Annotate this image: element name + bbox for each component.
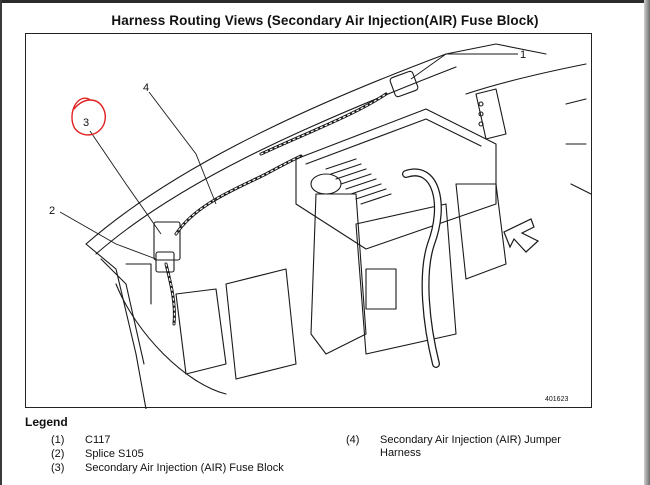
cowl-line: [445, 43, 547, 55]
legend-item-number: (1): [51, 434, 65, 446]
callout-1-label: 1: [520, 49, 526, 61]
callout-1-leader: [410, 53, 518, 80]
callout-4-leader: [148, 91, 217, 205]
bracket-lower: [225, 268, 297, 380]
window-frame-top: [0, 0, 650, 3]
callout-2-label: 2: [49, 205, 55, 217]
engine-block: [295, 108, 497, 250]
hood-edge-line: [85, 53, 447, 245]
window-frame-left: [0, 0, 2, 485]
legend-title: Legend: [25, 415, 68, 429]
callout-4-label: 4: [143, 82, 149, 94]
legend-item-label: Secondary Air Injection (AIR) Fuse Block: [85, 462, 284, 474]
hose: [402, 168, 442, 368]
figure-number: 401623: [545, 396, 569, 403]
legend-item-label: C117: [85, 434, 111, 446]
window-frame-right: [644, 0, 650, 485]
callout-3-leader: [89, 130, 162, 235]
engine-fins: [325, 158, 392, 205]
legend-item-4: (4) Secondary Air Injection (AIR) Jumper…: [346, 434, 576, 464]
callout-2-leader: [59, 211, 157, 260]
wheelhouse-arc: [115, 283, 227, 395]
battery-box: [355, 203, 457, 355]
fender-inner: [100, 258, 145, 365]
hood-inner-line: [95, 66, 457, 255]
reservoir-cap: [310, 173, 342, 195]
diagram-title: Harness Routing Views (Secondary Air Inj…: [111, 13, 539, 28]
cowl-line-2: [465, 63, 587, 95]
legend-item-label: Splice S105: [85, 448, 144, 460]
legend-item-number: (2): [51, 448, 65, 460]
legend-item-number: (3): [51, 462, 65, 474]
diagram-frame: 1 2 3 4: [25, 33, 592, 409]
legend-item-label: Secondary Air Injection (AIR) Jumper Har…: [380, 434, 561, 459]
connector-c117-shape: [389, 70, 419, 98]
reservoir: [310, 193, 367, 355]
harness-routing-illustration: 1 2 3 4: [49, 43, 592, 409]
fuse-block-shape: [153, 221, 181, 261]
callout-3-label: 3: [83, 117, 89, 129]
annotation-circle: [71, 97, 106, 136]
legend-item-number: (4): [346, 434, 360, 446]
direction-arrow-icon: [503, 218, 540, 253]
fender-left: [85, 243, 147, 409]
